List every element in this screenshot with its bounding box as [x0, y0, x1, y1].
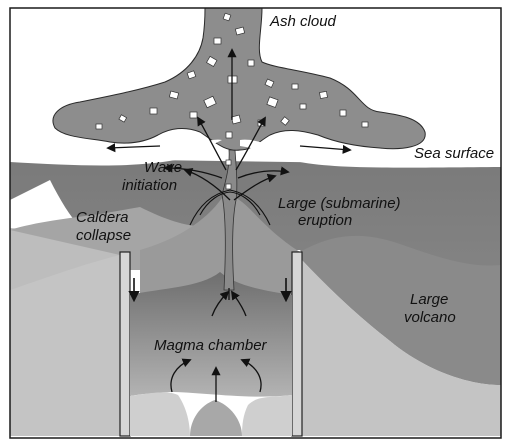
label-large-volcano-1: Large — [410, 291, 448, 308]
caldera-wall-left — [120, 252, 130, 436]
label-magma-chamber: Magma chamber — [154, 337, 268, 354]
label-sea-surface: Sea surface — [414, 145, 494, 162]
label-caldera-2: collapse — [76, 227, 131, 244]
label-caldera-1: Caldera — [76, 209, 129, 226]
label-ash-cloud: Ash cloud — [269, 13, 337, 30]
label-wave-initiation-2: initiation — [122, 177, 177, 194]
label-large-eruption-1: Large (submarine) — [278, 195, 401, 212]
label-large-volcano-2: volcano — [404, 309, 456, 326]
label-large-eruption-2: eruption — [298, 212, 352, 229]
caldera-wall-right — [292, 252, 302, 436]
label-wave-initiation-1: Wave — [144, 159, 182, 176]
